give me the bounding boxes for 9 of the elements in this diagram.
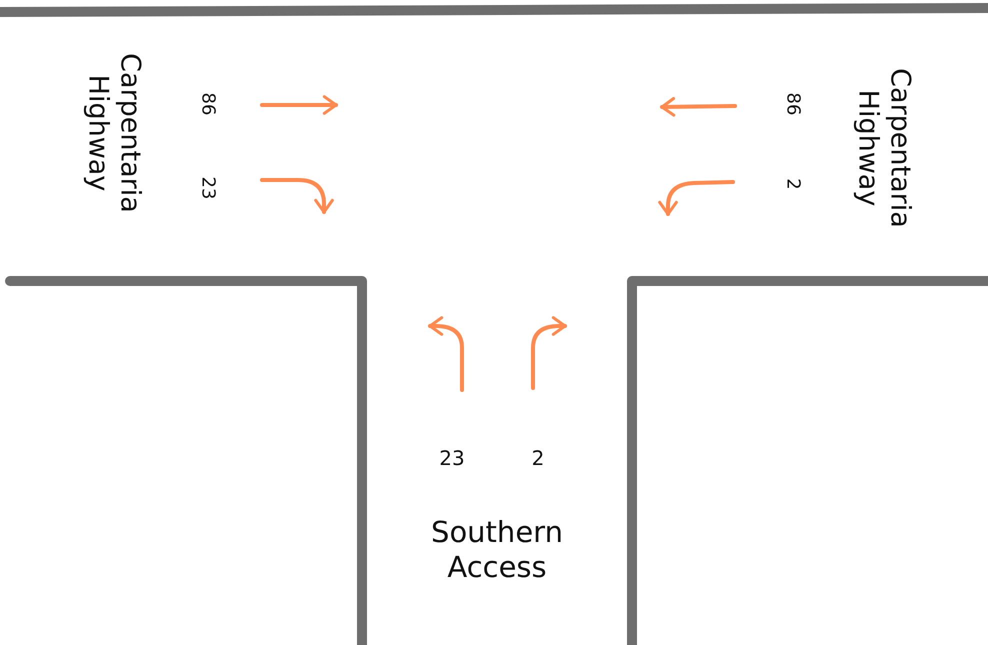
traffic-count: 86 <box>198 92 218 116</box>
traffic-count: 2 <box>782 178 804 190</box>
traffic-count: 23 <box>439 446 465 470</box>
traffic-count: 86 <box>782 92 804 116</box>
road-name: Carpentaria Highway <box>851 67 916 230</box>
traffic-count: 23 <box>198 176 218 200</box>
road-name: Carpentaria Highway <box>81 52 146 215</box>
road-name: Southern Access <box>430 515 564 585</box>
traffic-count: 2 <box>532 446 544 470</box>
